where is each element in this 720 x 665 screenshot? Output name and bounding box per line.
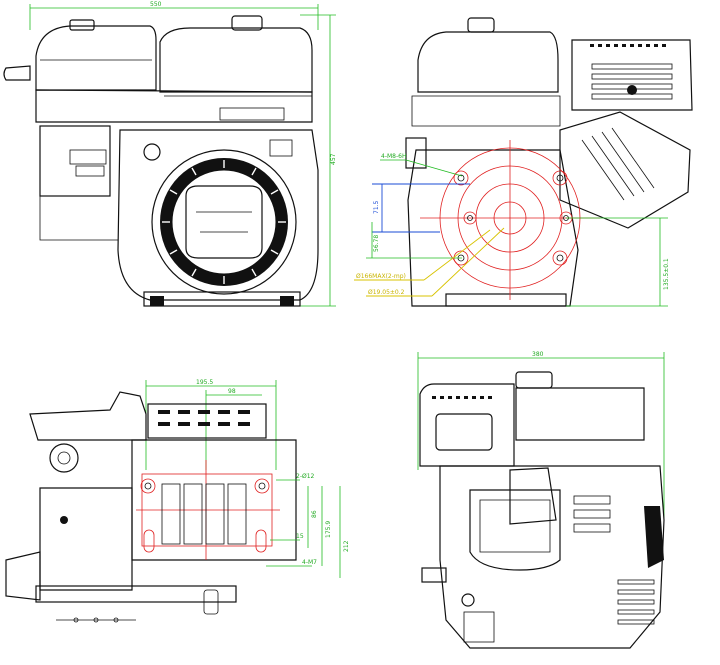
dim-212: 212 [343, 540, 350, 552]
rear-air-cleaner [515, 387, 645, 441]
rear-shaft [421, 567, 447, 583]
datum-bracket [372, 183, 383, 233]
fuel-cap [69, 19, 95, 31]
callout-4-m7: 4-M7 [302, 559, 317, 566]
rear-filler-cap [515, 371, 553, 389]
recoil-outer-ring [151, 149, 297, 295]
dim-56-78: 56.78 [373, 235, 380, 252]
slot-right [255, 529, 267, 553]
filler-cap [231, 15, 263, 31]
crank-side-cover [39, 487, 133, 591]
dim-195-5: 195.5 [196, 379, 213, 386]
label-plate [219, 107, 285, 121]
crankcase [407, 149, 579, 307]
pto-shaft-housing [5, 551, 41, 601]
rear-width-dim: 380 [532, 351, 544, 358]
front-height-dim: 457 [330, 153, 337, 165]
air-cleaner-cover [159, 27, 313, 93]
bottom-tank-end [29, 391, 147, 441]
dim-98: 98 [228, 388, 236, 395]
drain-plug [203, 589, 219, 615]
callout-key: Ø19.05±0.2 [368, 289, 405, 296]
cylinder-head [559, 111, 691, 229]
dim-175-9: 175.9 [325, 521, 332, 538]
rear-muffler [419, 383, 515, 467]
carburetor-block [39, 125, 111, 197]
callout-2-012: 2-Ø12 [296, 473, 315, 480]
side-base [445, 293, 567, 307]
oil-pan [131, 439, 297, 561]
front-view: 550 457 [3, 1, 337, 307]
slot-left [143, 529, 155, 553]
callout-shaft: Ø166MAX(2-mp) [356, 273, 406, 280]
rear-view: 380 [417, 351, 665, 649]
dim-86: 86 [311, 510, 318, 518]
dim-15: 15 [296, 533, 304, 540]
front-width-dim: 550 [150, 1, 162, 8]
callout-holes: 4-M8-6H [381, 153, 406, 160]
fins-top [147, 403, 267, 439]
side-fuel-tank [417, 31, 559, 93]
bottom-view: 195.5 98 [5, 379, 350, 623]
starter-grip-plate [185, 185, 263, 259]
air-cleaner-knob [3, 65, 31, 81]
side-view: 71.5 56.78 4-M8-6H Ø166MAX(2-mp) Ø19.05±… [354, 17, 693, 307]
starter-cup [49, 443, 79, 473]
fuel-tank [35, 25, 157, 91]
dim-135: 135.5±0.1 [663, 258, 670, 290]
side-fuel-cap [467, 17, 495, 33]
muffler [571, 39, 693, 111]
rear-crankcase [439, 465, 665, 649]
front-base [143, 291, 301, 307]
rear-shroud [469, 489, 561, 571]
dim-71-5: 71.5 [373, 200, 380, 214]
